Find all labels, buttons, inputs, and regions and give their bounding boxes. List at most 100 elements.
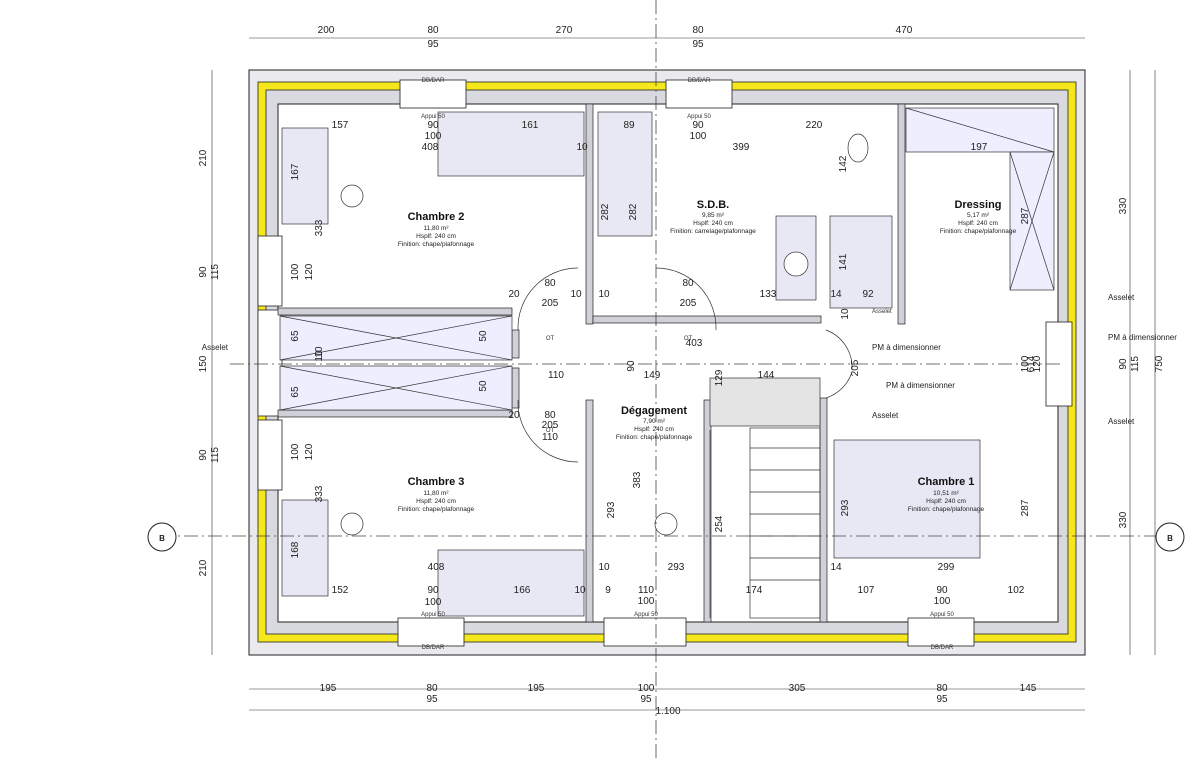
interior-dimension-label: 90 — [427, 120, 439, 131]
interior-dimension-label: 293 — [668, 562, 685, 573]
svg-text:Hsplf: 240 cm: Hsplf: 240 cm — [926, 498, 966, 505]
interior-dimension-label: 144 — [758, 370, 775, 381]
interior-dimension-label: 50 — [478, 330, 489, 342]
interior-dimension-label: 90 — [427, 585, 439, 596]
room-chambre-2: Chambre 2 11,80 m² Hsplf: 240 cm Finitio… — [398, 211, 475, 248]
shower — [829, 215, 893, 309]
room-chambre-1: Chambre 1 10,51 m² Hsplf: 240 cm Finitio… — [908, 476, 985, 513]
interior-dimension-label: 10 — [314, 346, 325, 358]
svg-text:95: 95 — [692, 39, 704, 50]
interior-dimension-label: 10 — [598, 289, 610, 300]
svg-text:OT: OT — [684, 336, 693, 342]
interior-dimension-label: 399 — [733, 142, 750, 153]
interior-dimension-label: 408 — [428, 562, 445, 573]
interior-dimension-label: 129 — [714, 369, 725, 386]
interior-dimension-label: 282 — [628, 203, 639, 220]
svg-text:B: B — [1167, 534, 1173, 543]
interior-dimension-label: 614 — [1026, 355, 1037, 372]
interior-dimension-label: 10 — [840, 308, 851, 320]
bathtub — [597, 111, 653, 237]
svg-text:1.100: 1.100 — [655, 706, 680, 717]
svg-text:OT: OT — [546, 428, 555, 434]
svg-text:80: 80 — [426, 683, 438, 694]
svg-text:S.D.B.: S.D.B. — [697, 199, 729, 211]
interior-dimension-label: 10 — [570, 289, 582, 300]
interior-dimension-label: 152 — [332, 585, 349, 596]
toilet-icon — [847, 133, 869, 163]
interior-dimension-label: 174 — [746, 585, 763, 596]
svg-text:750: 750 — [1154, 355, 1165, 372]
room-dressing: Dressing 5,17 m² Hsplf: 240 cm Finition:… — [940, 199, 1017, 235]
interior-dimension-label: 110 — [638, 585, 654, 596]
interior-dimension-label: 100 — [290, 443, 301, 460]
desk-chambre-2 — [281, 127, 329, 225]
svg-text:195: 195 — [320, 683, 337, 694]
svg-text:80: 80 — [692, 25, 704, 36]
interior-dimension-label: 287 — [1020, 207, 1031, 224]
interior-dimension-label: 20 — [508, 289, 520, 300]
chair-icon — [654, 512, 678, 536]
svg-text:9,85 m²: 9,85 m² — [702, 212, 725, 219]
svg-text:210: 210 — [198, 559, 209, 576]
desk-chambre-3 — [281, 499, 329, 597]
svg-text:7,90 m²: 7,90 m² — [643, 418, 666, 425]
interior-dimension-label: 167 — [290, 163, 301, 180]
svg-text:Finition: chape/plafonnage: Finition: chape/plafonnage — [908, 506, 985, 513]
svg-text:90: 90 — [198, 266, 209, 278]
interior-dimension-label: 293 — [606, 501, 617, 518]
interior-dimension-label: 110 — [542, 432, 558, 443]
interior-dimension-label: 168 — [290, 541, 301, 558]
interior-dimension-label: 90 — [936, 585, 948, 596]
svg-text:Hsplf: 240 cm: Hsplf: 240 cm — [416, 498, 456, 505]
interior-dimension-label: 133 — [760, 289, 777, 300]
interior-dimension-label: 110 — [548, 370, 564, 381]
svg-text:Appui 50: Appui 50 — [421, 114, 445, 120]
svg-text:Finition: carrelage/plafonnage: Finition: carrelage/plafonnage — [670, 228, 756, 235]
interior-dimension-label: 254 — [714, 515, 725, 532]
svg-text:Appui 50: Appui 50 — [687, 114, 711, 120]
wardrobes — [279, 107, 1055, 411]
section-marker-right: B — [1155, 522, 1185, 552]
svg-text:Asselet: Asselet — [872, 411, 899, 420]
interior-dimension-label: 100 — [638, 596, 655, 607]
right-dimensions: 330 90 115 750 330 — [1118, 197, 1165, 528]
interior-dimension-label: 403 — [686, 338, 703, 349]
svg-text:Finition: chape/plafonnage: Finition: chape/plafonnage — [398, 241, 475, 248]
svg-text:95: 95 — [427, 39, 439, 50]
svg-text:Dégagement: Dégagement — [621, 405, 687, 417]
svg-text:150: 150 — [198, 355, 209, 372]
svg-text:115: 115 — [210, 447, 221, 463]
interior-dimension-label: 100 — [934, 596, 951, 607]
svg-text:195: 195 — [528, 683, 545, 694]
interior-dimension-label: 65 — [290, 386, 301, 398]
svg-text:PM à dimensionner: PM à dimensionner — [1108, 333, 1177, 342]
svg-text:80: 80 — [427, 25, 439, 36]
interior-dimension-label: 90 — [626, 360, 637, 372]
svg-text:11,80 m²: 11,80 m² — [423, 490, 449, 497]
svg-text:5,17 m²: 5,17 m² — [967, 212, 990, 219]
interior-dimension-label: 100 — [425, 597, 442, 608]
svg-text:10,51 m²: 10,51 m² — [933, 490, 959, 497]
interior-dimension-label: 161 — [522, 120, 539, 131]
interior-dimension-label: 65 — [290, 330, 301, 342]
interior-dimension-label: 89 — [623, 120, 635, 131]
svg-text:90: 90 — [198, 449, 209, 461]
interior-dimension-label: 80 — [544, 278, 556, 289]
svg-text:Hsplf: 240 cm: Hsplf: 240 cm — [693, 220, 733, 227]
svg-text:200: 200 — [318, 25, 335, 36]
interior-dimension-label: 333 — [314, 219, 325, 236]
bed-chambre-1 — [833, 439, 981, 559]
svg-text:Hsplf: 240 cm: Hsplf: 240 cm — [958, 220, 998, 227]
interior-dimension-label: 287 — [1020, 499, 1031, 516]
svg-text:Chambre 1: Chambre 1 — [918, 476, 975, 488]
bottom-dimensions: 195 80 195 100 305 80 145 95 95 95 1.100 — [320, 683, 1037, 717]
svg-text:OT: OT — [546, 336, 555, 342]
interior-dimension-label: 107 — [858, 585, 875, 596]
svg-text:115: 115 — [1130, 356, 1141, 372]
chair-icon — [340, 184, 364, 208]
room-degagement: Dégagement 7,90 m² Hsplf: 240 cm Finitio… — [616, 405, 693, 441]
partitions — [277, 103, 906, 623]
interior-dimension-label: 80 — [544, 410, 556, 421]
svg-text:PM à dimensionner: PM à dimensionner — [886, 381, 955, 390]
